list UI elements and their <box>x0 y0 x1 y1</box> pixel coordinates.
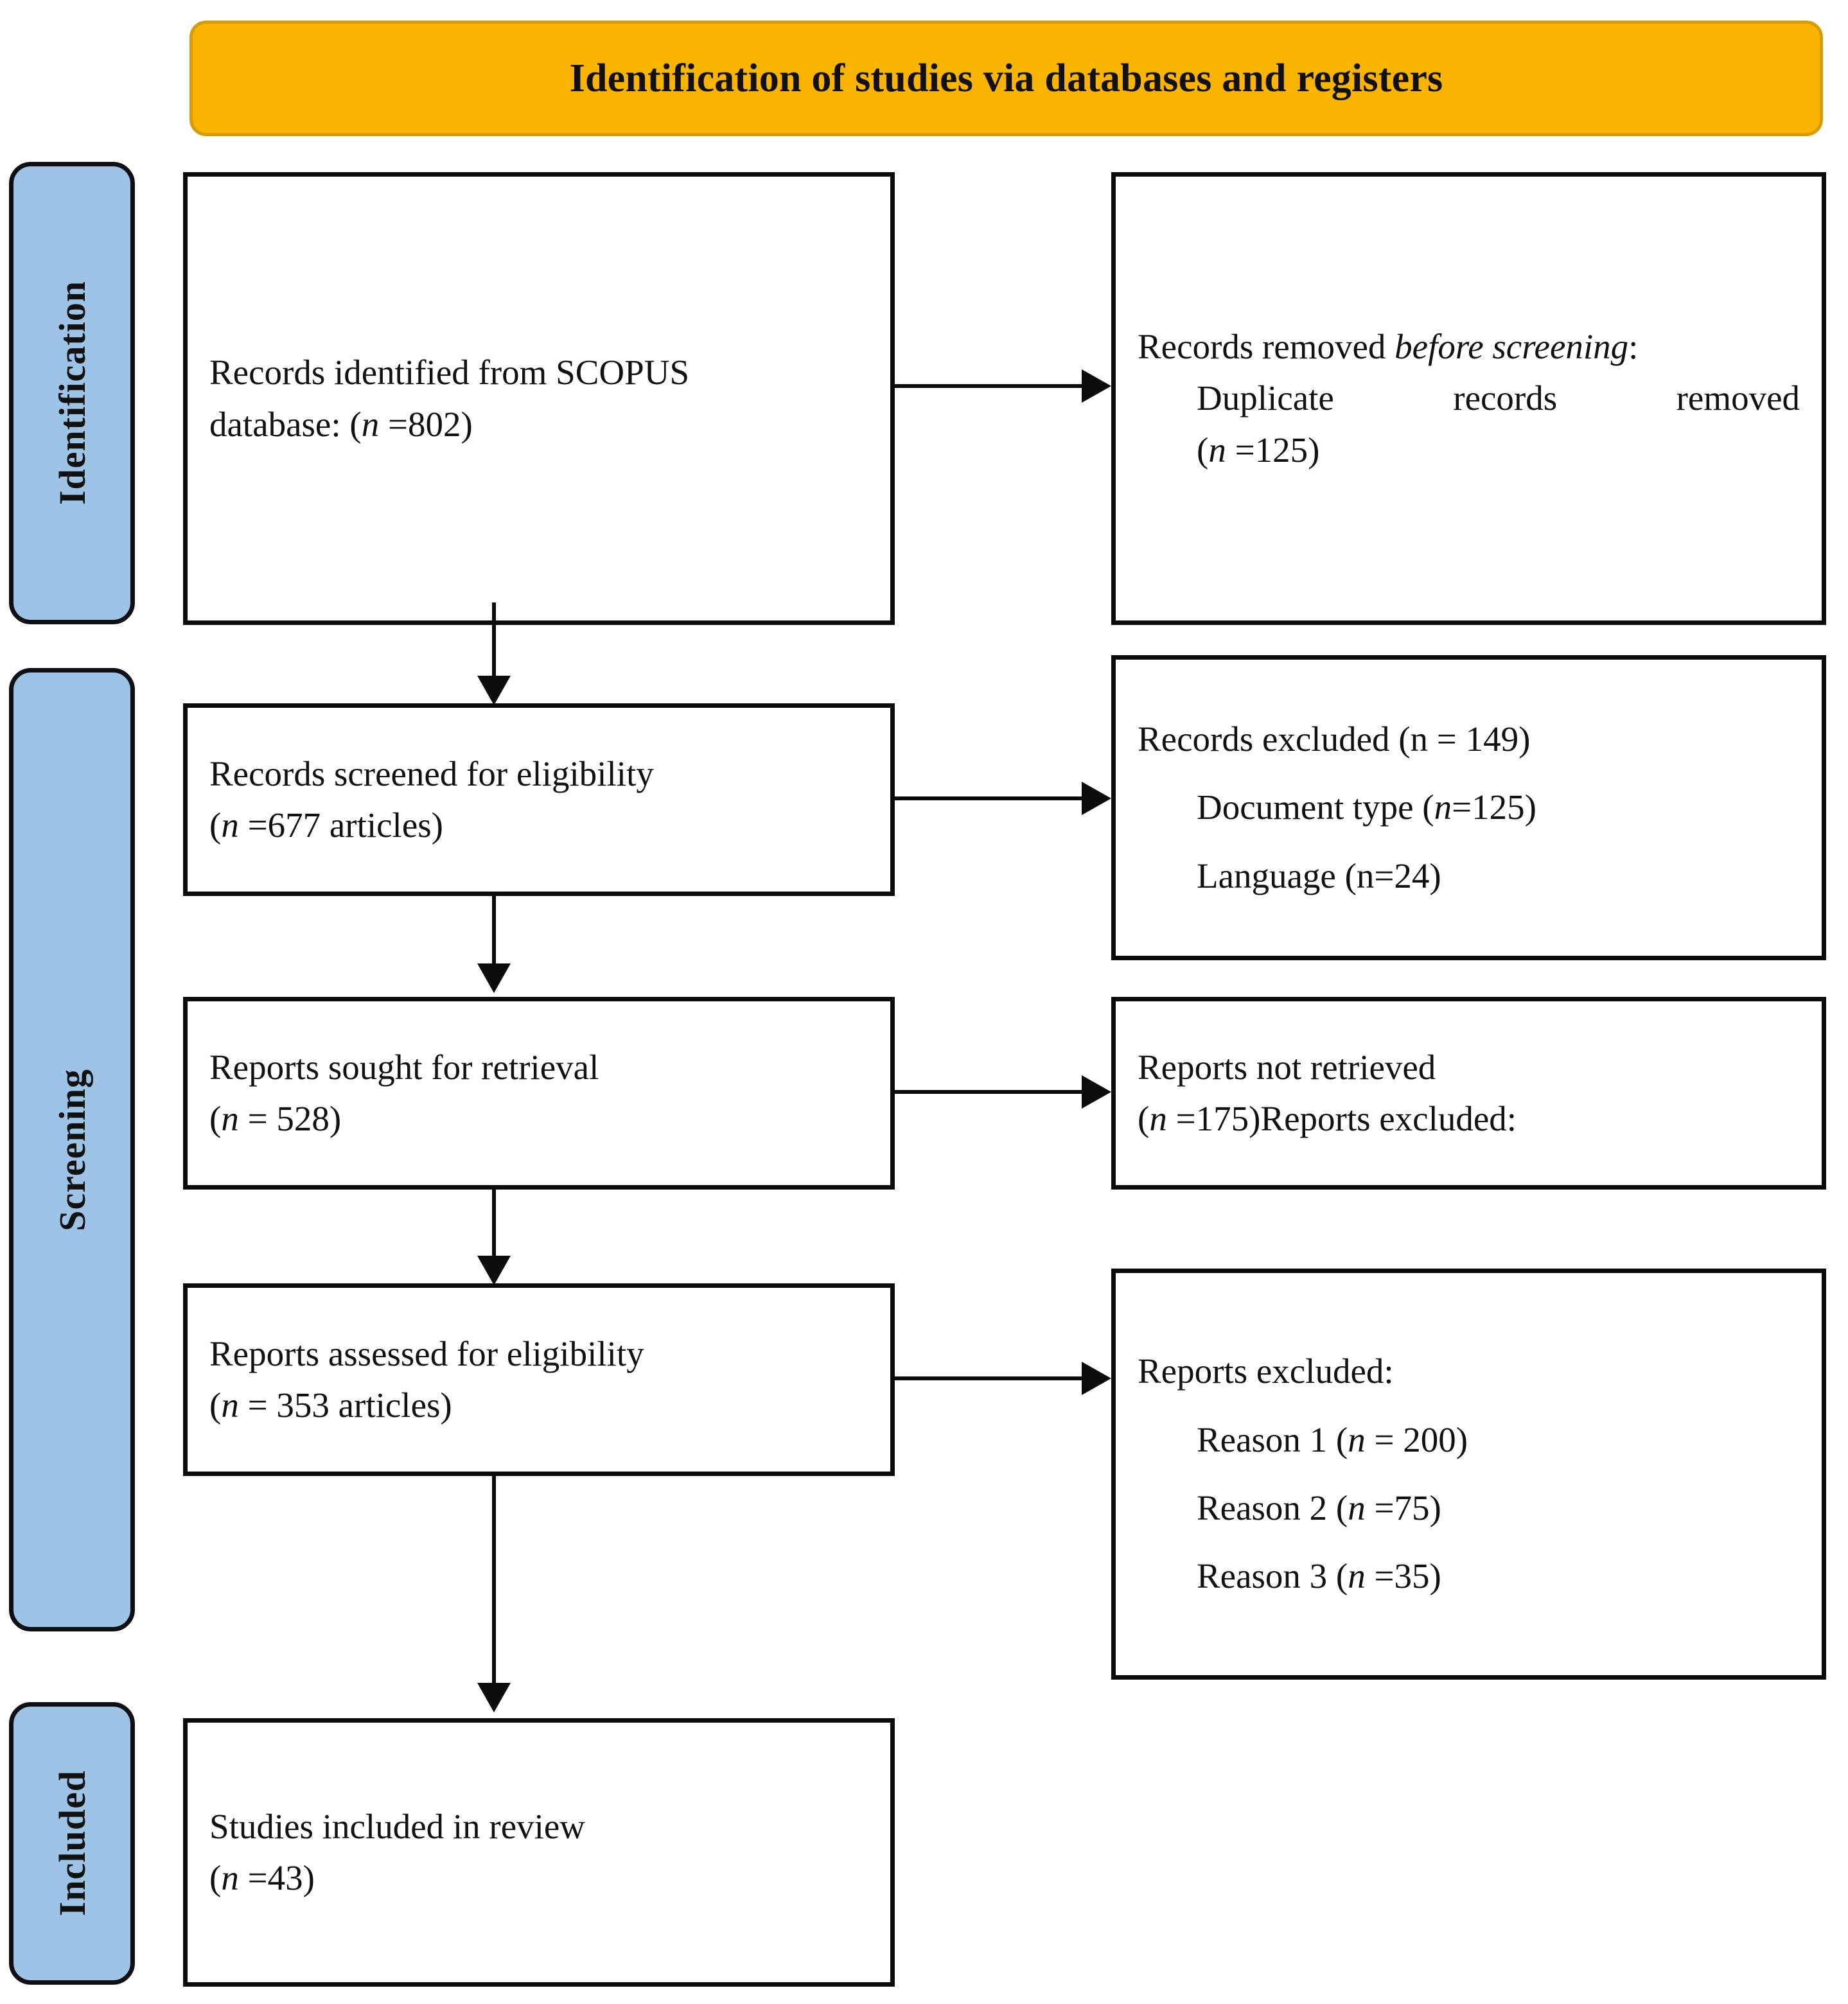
reports-assessed-line2: (n = 353 articles) <box>209 1385 452 1425</box>
stage-tab-included: Included <box>9 1702 135 1985</box>
records-excluded-line1: Records excluded (n = 149) <box>1138 719 1531 759</box>
node-reports-assessed: Reports assessed for eligibility (n = 35… <box>183 1283 895 1476</box>
node-reports-not-retrieved: Reports not retrieved (n =175)Reports ex… <box>1111 997 1826 1190</box>
connector-screened-to-sought <box>492 894 496 965</box>
node-records-removed: Records removed before screening: Duplic… <box>1111 172 1826 625</box>
reports-sought-line1: Reports sought for retrieval <box>209 1047 599 1087</box>
arrowhead-identified-to-removed <box>1082 369 1111 403</box>
stage-tab-screening: Screening <box>9 668 135 1631</box>
arrowhead-sought-to-notretrieved <box>1082 1075 1111 1109</box>
records-excluded-line2: Document type (n=125) <box>1197 787 1536 827</box>
stage-tab-included-label: Included <box>51 1770 93 1917</box>
node-records-excluded: Records excluded (n = 149) Document type… <box>1111 655 1826 960</box>
stage-tab-screening-label: Screening <box>51 1068 93 1231</box>
page-title: Identification of studies via databases … <box>569 56 1443 100</box>
records-identified-line2: database: (n =802) <box>209 404 473 444</box>
reports-excluded-line1: Reports excluded: <box>1138 1351 1394 1391</box>
connector-assessed-to-excluded <box>895 1376 1082 1380</box>
records-screened-line2: (n =677 articles) <box>209 805 443 845</box>
records-removed-line3: (n =125) <box>1197 430 1320 470</box>
arrowhead-screened-to-excluded <box>1082 782 1111 815</box>
connector-sought-to-assessed <box>492 1188 496 1258</box>
connector-screened-to-excluded <box>895 796 1082 800</box>
arrowhead-identified-to-screened <box>477 676 511 705</box>
arrowhead-assessed-to-included <box>477 1683 511 1712</box>
records-identified-line1: Records identified from SCOPUS <box>209 353 690 392</box>
records-screened-line1: Records screened for eligibility <box>209 753 654 793</box>
arrowhead-screened-to-sought <box>477 963 511 993</box>
node-records-identified: Records identified from SCOPUS database:… <box>183 172 895 625</box>
node-studies-included: Studies included in review (n =43) <box>183 1718 895 1987</box>
connector-sought-to-notretrieved <box>895 1090 1082 1094</box>
studies-included-line2: (n =43) <box>209 1858 315 1897</box>
records-excluded-line3: Language (n=24) <box>1197 856 1441 895</box>
reports-sought-line2: (n = 528) <box>209 1099 342 1138</box>
records-removed-line1: Records removed before screening: <box>1138 327 1639 367</box>
connector-identified-to-removed <box>895 384 1082 388</box>
reports-excluded-reason-2: Reason 2 (n =75) <box>1197 1488 1441 1527</box>
reports-assessed-line1: Reports assessed for eligibility <box>209 1333 644 1373</box>
arrowhead-sought-to-assessed <box>477 1256 511 1285</box>
reports-excluded-reason-3: Reason 3 (n =35) <box>1197 1556 1441 1596</box>
diagram-header-banner: Identification of studies via databases … <box>189 21 1823 136</box>
node-reports-sought: Reports sought for retrieval (n = 528) <box>183 997 895 1190</box>
reports-not-retrieved-line1: Reports not retrieved <box>1138 1047 1436 1087</box>
node-reports-excluded: Reports excluded: Reason 1 (n = 200) Rea… <box>1111 1269 1826 1680</box>
stage-tab-identification: Identification <box>9 162 135 624</box>
reports-not-retrieved-line2: (n =175)Reports excluded: <box>1138 1099 1517 1138</box>
stage-tab-identification-label: Identification <box>51 281 93 505</box>
records-removed-line2: Duplicate records removed <box>1197 378 1800 418</box>
connector-assessed-to-included <box>492 1474 496 1686</box>
reports-excluded-reason-1: Reason 1 (n = 200) <box>1197 1420 1468 1459</box>
studies-included-line1: Studies included in review <box>209 1806 586 1846</box>
connector-identified-to-screened <box>492 602 496 686</box>
arrowhead-assessed-to-excluded <box>1082 1362 1111 1395</box>
node-records-screened: Records screened for eligibility (n =677… <box>183 703 895 896</box>
